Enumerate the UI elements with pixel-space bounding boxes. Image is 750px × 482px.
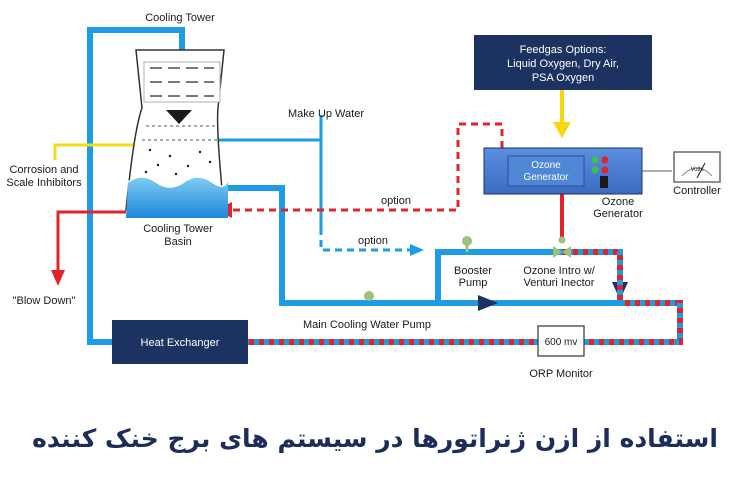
booster-pump-icon [462, 236, 472, 246]
main-pump [364, 291, 374, 301]
cooling-tower [125, 49, 229, 218]
controller [673, 151, 721, 183]
indicator-light-red-2 [601, 166, 609, 174]
indicator-light-red-1 [601, 156, 609, 164]
main-flow-arrowhead [478, 295, 498, 311]
ozone-intro-label-line1: Ozone Intro w/ [523, 265, 595, 277]
booster-pump-label-line1: Booster [454, 265, 492, 277]
feedgas-label-line2: Liquid Oxygen, Dry Air, [507, 58, 619, 70]
blue-option-arrowhead [410, 244, 424, 256]
heat-exchanger-label: Heat Exchanger [141, 337, 220, 349]
basin-outlet-pipe [226, 185, 620, 306]
main-pump-icon [364, 291, 374, 301]
page-caption: استفاده از ازن ژنراتورها در سیستم های بر… [32, 424, 718, 454]
blow-down-arrowhead [51, 270, 65, 286]
controller-volts-label: Volts [690, 167, 703, 173]
controller-label: Controller [673, 185, 721, 197]
tower-louvers [150, 67, 214, 97]
ozone-generator-panel-line2: Generator [523, 172, 569, 183]
ozone-generator-label-line2: Generator [593, 208, 643, 220]
feedgas-label-line3: PSA Oxygen [532, 72, 594, 84]
blow-down-line [56, 210, 126, 272]
tower-droplets [144, 148, 212, 176]
controller-needle [696, 162, 706, 179]
red-option-label: option [381, 195, 411, 207]
blue-option-label: option [358, 235, 388, 247]
venturi-injector [553, 236, 571, 258]
make-up-water-label: Make Up Water [288, 108, 364, 120]
tower-fan-icon [166, 110, 192, 124]
orp-monitor-box [537, 325, 585, 357]
feedgas-box [474, 35, 652, 90]
feedgas-label-line1: Feedgas Options: [520, 44, 607, 56]
indicator-light-green-2 [591, 166, 599, 174]
corrosion-label-line1: Corrosion and [9, 164, 78, 176]
basin-label-line2: Basin [164, 236, 192, 248]
generator-switch [600, 176, 608, 188]
basin-wave [127, 176, 229, 188]
blow-down-label: "Blow Down" [13, 295, 76, 307]
ozone-generator-panel-line1: Ozone [531, 160, 561, 171]
feedgas-arrowhead [553, 122, 571, 138]
tower-return-pipe [87, 27, 185, 345]
venturi-injector-icon [553, 246, 571, 258]
orp-monitor-label: ORP Monitor [529, 368, 593, 380]
booster-loop-pipe [435, 249, 548, 303]
controller-dial [681, 167, 713, 177]
ozone-generator-label-line1: Ozone [602, 196, 634, 208]
orp-value: 600 mv [545, 337, 578, 348]
red-option-dashed-line [228, 122, 504, 212]
ozone-intro-label-line2: Venturi Inector [524, 277, 595, 289]
basin-label-line1: Cooling Tower [143, 223, 213, 235]
booster-pump [462, 236, 472, 252]
indicator-light-green-1 [591, 156, 599, 164]
main-pump-label: Main Cooling Water Pump [303, 319, 431, 331]
booster-pump-label-line2: Pump [459, 277, 488, 289]
ozonated-water-return [248, 249, 683, 345]
basin-water [126, 177, 228, 218]
cooling-tower-label: Cooling Tower [145, 12, 215, 24]
heat-exchanger-box [112, 320, 248, 364]
ozone-generator-panel [507, 155, 585, 187]
corrosion-label-line2: Scale Inhibitors [6, 177, 82, 189]
